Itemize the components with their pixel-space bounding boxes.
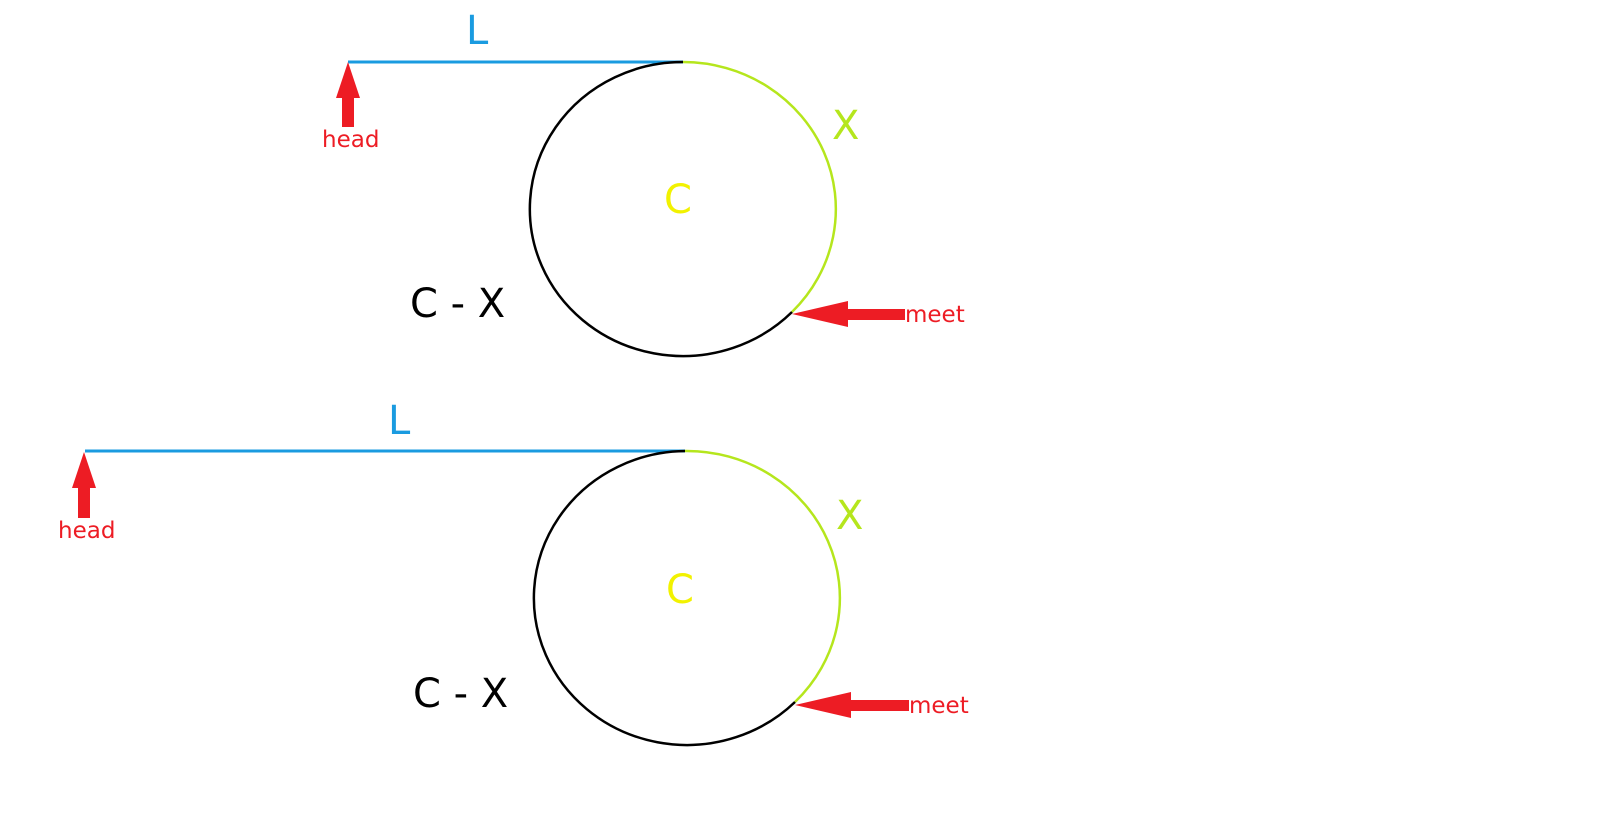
meet-arrow-icon (795, 692, 909, 718)
label-c: C (666, 567, 694, 613)
meet-arrow (792, 301, 905, 327)
head-label: head (322, 127, 379, 153)
label-c-minus-x: C - X (410, 281, 505, 327)
head-arrow (336, 62, 360, 127)
meet-arrow-icon (792, 301, 905, 327)
head-arrow-icon (336, 62, 360, 127)
arc-c-minus-x (528, 60, 793, 358)
arc-c-minus-x (532, 449, 796, 747)
head-arrow (72, 452, 96, 518)
meet-label: meet (909, 693, 969, 719)
label-c: C (664, 177, 692, 223)
head-label: head (58, 518, 115, 544)
meet-arrow (795, 692, 909, 718)
head-arrow-icon (72, 452, 96, 518)
label-x: X (832, 103, 859, 149)
label-l: L (466, 8, 489, 54)
arc-x (682, 60, 838, 313)
cycle-diagram-top: L X C C - X head meet (322, 8, 965, 358)
arc-x (684, 449, 842, 703)
label-x: X (836, 493, 863, 539)
meet-label: meet (905, 302, 965, 328)
label-c-minus-x: C - X (413, 671, 508, 717)
cycle-diagram-bottom: L X C C - X head meet (58, 398, 969, 747)
label-l: L (388, 398, 411, 444)
